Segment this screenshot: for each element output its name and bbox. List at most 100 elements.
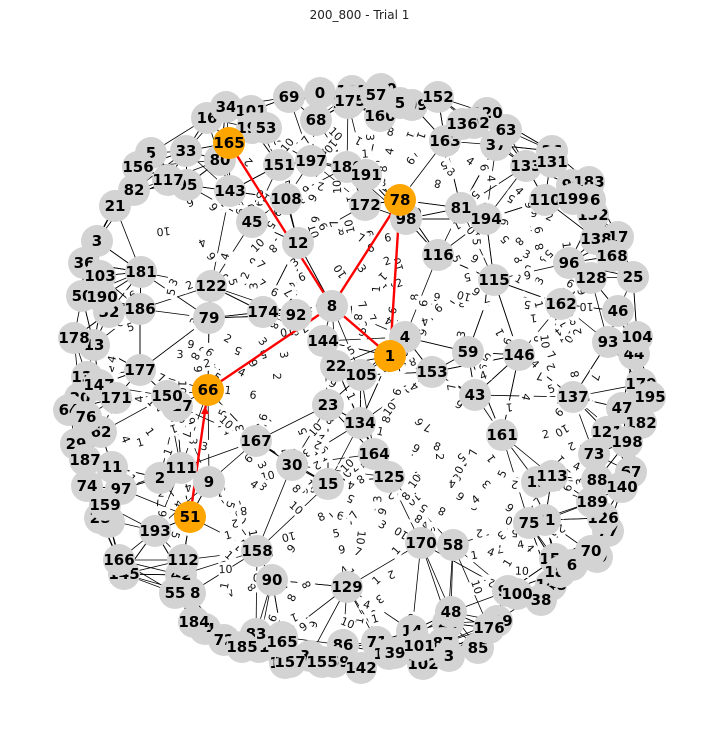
graph-node-170: 170 [405, 527, 437, 559]
graph-node-134: 134 [344, 407, 376, 439]
edge-weight-label: 6 [254, 408, 272, 426]
edge-weight-label: 6 [415, 295, 431, 311]
svg-text:10: 10 [248, 236, 267, 255]
graph-node-198: 198 [611, 426, 643, 458]
edge-weight-label: 1 [357, 146, 373, 162]
node-label: 125 [373, 468, 404, 486]
edge-weight-label: 7 [541, 345, 562, 365]
figure-title: 200_800 - Trial 1 [309, 8, 410, 22]
edge-weight-label: 10 [330, 261, 350, 282]
node-label: 136 [446, 115, 477, 133]
node-label: 25 [623, 268, 644, 286]
node-label: 73 [584, 445, 605, 463]
graph-node-55: 55 [159, 577, 191, 609]
path-edge [207, 305, 333, 391]
node-label: 165 [213, 134, 244, 152]
node-label: 190 [86, 288, 117, 306]
graph-node-186: 186 [124, 293, 156, 325]
svg-text:8: 8 [351, 313, 365, 321]
edge-weight-label: 4 [244, 474, 265, 494]
svg-text:9: 9 [191, 365, 204, 373]
node-label: 174 [247, 303, 278, 321]
node-label: 92 [286, 306, 307, 324]
node-label: 168 [596, 247, 627, 265]
edge-weight-label: 4 [342, 477, 360, 494]
graph-node-3: 3 [433, 640, 465, 672]
svg-text:5: 5 [470, 238, 483, 245]
graph-node-187: 187 [69, 444, 101, 476]
graph-node-112: 112 [167, 544, 199, 576]
edge-weight-label: 9 [499, 497, 520, 518]
edge-weight-label: 8 [429, 175, 446, 193]
svg-text:3: 3 [363, 134, 376, 141]
edge-weight-label: 9 [303, 188, 322, 208]
graph-node-53: 53 [250, 112, 282, 144]
graph-node-12: 12 [282, 227, 314, 259]
node-label: 57 [366, 86, 387, 104]
edge-weight-label: 2 [562, 437, 581, 456]
graph-node-129: 129 [331, 571, 363, 603]
graph-node-131: 131 [536, 146, 568, 178]
graph-node-22: 22 [320, 350, 352, 382]
svg-text:10: 10 [515, 564, 529, 577]
svg-text:10: 10 [218, 563, 232, 576]
node-label: 15 [318, 475, 339, 493]
edge-weight-label: 2 [471, 526, 487, 541]
edge-weight-label: 5 [221, 496, 240, 514]
edge-weight-label: 6 [265, 282, 284, 302]
node-label: 82 [124, 181, 145, 199]
node-label: 63 [496, 121, 517, 139]
graph-node-69: 69 [273, 81, 305, 113]
edge-weight-label: 2 [537, 425, 554, 443]
edge-weight-label: 1 [368, 281, 384, 297]
edge-weight-label: 3 [370, 589, 390, 610]
svg-text:10: 10 [342, 218, 358, 235]
node-label: 93 [598, 333, 619, 351]
edge-weight-label: 1 [465, 546, 483, 564]
edge-weight-label: 5 [228, 341, 247, 360]
edge-weight-label: 7 [179, 427, 194, 442]
node-label: 4 [400, 328, 410, 346]
edge-weight-label: 5 [542, 379, 561, 398]
edge-weight-label: 3 [246, 278, 261, 294]
node-label: 59 [458, 343, 479, 361]
graph-node-68: 68 [300, 104, 332, 136]
edge-weight-label: 3 [372, 514, 393, 535]
edge-weight-label: 5 [494, 229, 515, 250]
edge-weight-label: 2 [226, 515, 243, 532]
node-label: 134 [344, 414, 375, 432]
path-edge [330, 199, 402, 307]
node-label: 76 [76, 408, 97, 426]
edge-weight-label: 9 [201, 246, 222, 267]
edge-weight-label: 4 [103, 350, 121, 368]
node-label: 185 [226, 638, 257, 656]
node-label: 197 [295, 152, 326, 170]
edge-weight-label: 5 [327, 524, 345, 542]
node-label: 43 [465, 386, 486, 404]
node-label: 68 [306, 111, 327, 129]
edge-weight-label: 1 [501, 399, 517, 416]
edge-weight-label: 4 [381, 143, 398, 160]
graph-node-155: 155 [306, 646, 338, 678]
graph-node-137: 137 [557, 381, 589, 413]
graph-node-1: 1 [374, 340, 406, 372]
svg-text:10: 10 [537, 334, 552, 349]
edge-weight-label: 3 [517, 244, 536, 264]
node-label: 176 [473, 619, 504, 637]
edge-weight-label: 1 [386, 540, 406, 561]
node-label: 6 [567, 556, 577, 574]
edge-weight-label: 4 [445, 476, 460, 492]
edge-weight-label: 1 [525, 310, 542, 327]
node-label: 45 [242, 213, 263, 231]
edge-weight-label: 9 [190, 361, 206, 377]
edge-weight-label: 1 [530, 295, 548, 313]
node-label: 150 [151, 387, 182, 405]
graph-node-167: 167 [240, 425, 272, 457]
svg-text:10: 10 [156, 224, 171, 238]
edge-weight-label: 6 [203, 197, 224, 218]
node-label: 33 [176, 142, 197, 160]
node-layer: 0234578911121314151617181920212223242526… [53, 73, 666, 684]
graph-node-75: 75 [513, 507, 545, 539]
node-label: 142 [345, 659, 376, 677]
